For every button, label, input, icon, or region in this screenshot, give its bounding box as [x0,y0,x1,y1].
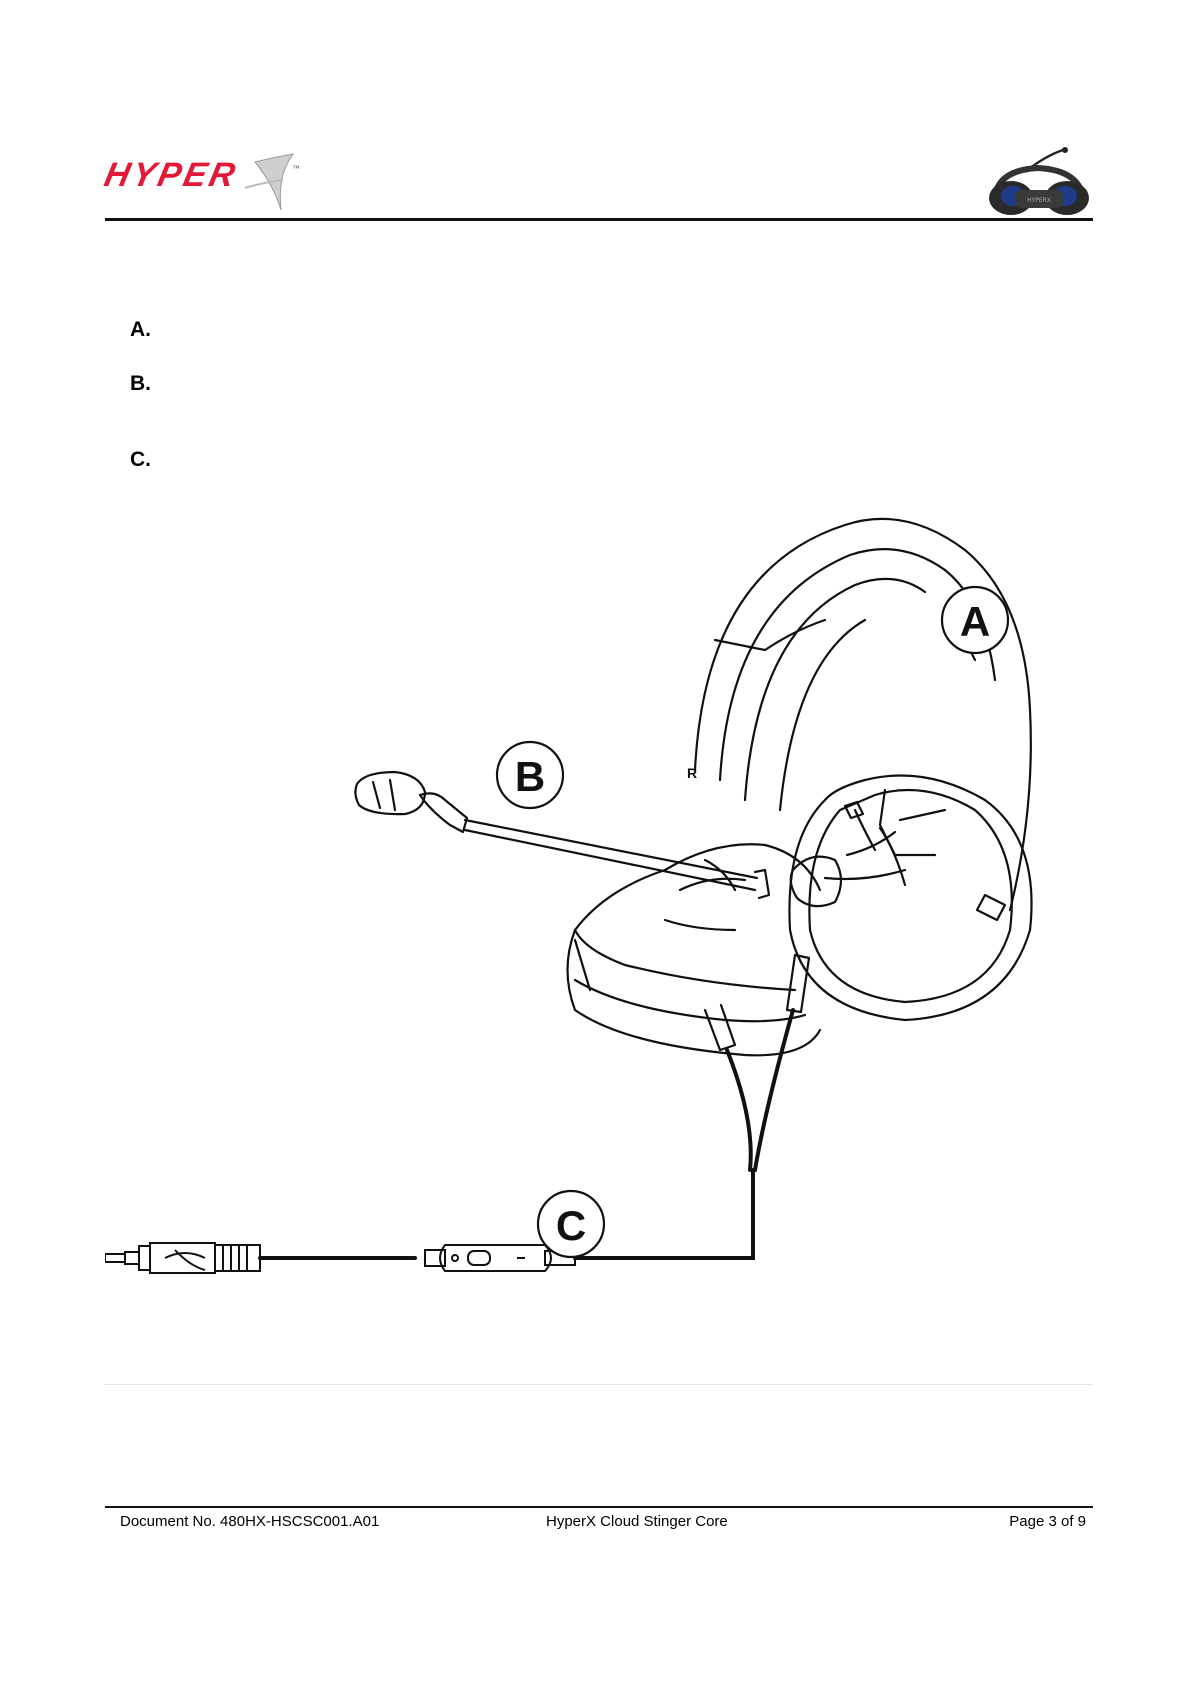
callout-a-label: A [960,598,990,645]
microphone-boom [463,828,757,892]
left-earcup [566,868,822,1057]
page-number: Page 3 of 9 [1009,1513,1086,1530]
main-cable [573,1168,755,1260]
callout-c-circle [536,1189,606,1259]
figure-divider [105,1384,1093,1385]
headband [693,517,1032,912]
svg-text:HYPERX: HYPERX [1027,197,1051,204]
callout-b-circle [495,740,565,810]
microphone-tip [354,770,427,816]
right-side-mark: R [687,765,697,781]
boom-pivot [789,855,843,908]
footer-divider [105,1506,1093,1508]
part-label-b: B. [130,372,151,395]
logo-wordmark: HYPER [101,156,242,194]
callout-c-label: C [556,1202,586,1249]
headset-thumbnail-image: HYPERX [989,147,1089,215]
mute-switch-icon [467,1250,491,1266]
product-name: HyperX Cloud Stinger Core [546,1513,728,1530]
callout-b-label: B [515,753,545,800]
document-number: Document No. 480HX-HSCSC001.A01 [120,1513,380,1530]
part-label-c: C. [130,448,151,471]
right-earcup [788,774,1033,1022]
cable-right-branch [753,1008,795,1172]
hyperx-x-swoosh-icon [244,153,295,211]
header-divider [105,218,1093,221]
hyperx-emblem-icon [823,808,907,887]
cable-left-branch [725,1048,753,1172]
part-label-a: A. [130,318,151,341]
inline-control [424,1244,576,1272]
trademark-mark: ™ [292,164,300,173]
hyperx-logo: HYPER ™ [101,148,305,222]
headset-diagram: A B C R [105,517,1033,1274]
audio-plug [105,1242,261,1274]
callout-a-circle [940,585,1010,655]
